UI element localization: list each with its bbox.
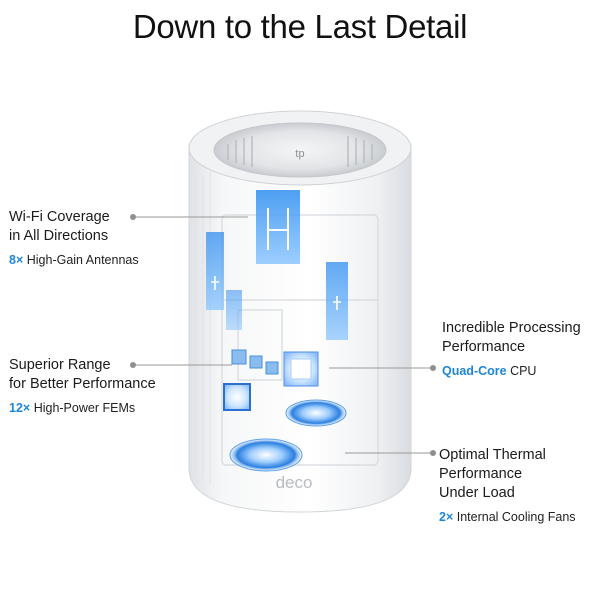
callout-detail: 12× High-Power FEMs — [9, 401, 156, 415]
callout-heading-line: Performance — [442, 339, 526, 355]
callout-heading-line: Performance — [439, 466, 523, 482]
callout-wifi-coverage: Wi-Fi Coverage in All Directions 8× High… — [9, 208, 139, 267]
callout-superior-range: Superior Range for Better Performance 12… — [9, 356, 156, 415]
svg-text:tp: tp — [295, 148, 304, 160]
callout-heading-line: Superior Range — [9, 357, 111, 373]
callout-highlight: 2× — [439, 510, 454, 524]
leader-lines — [133, 216, 433, 454]
callout-highlight: 12× — [9, 401, 31, 415]
callout-highlight: Quad-Core — [442, 364, 507, 378]
callout-detail-text: High-Power FEMs — [30, 401, 136, 415]
page-title: Down to the Last Detail — [132, 8, 468, 45]
deco-logo: deco — [276, 473, 313, 492]
callout-heading-line: Optimal Thermal — [439, 447, 546, 463]
callout-heading-line: for Better Performance — [9, 376, 156, 392]
callout-heading-line: in All Directions — [9, 228, 109, 244]
callout-detail-text: CPU — [506, 364, 537, 378]
callout-heading-line: Incredible Processing — [442, 320, 581, 336]
callout-detail-text: Internal Cooling Fans — [453, 510, 576, 524]
callout-detail-text: High-Gain Antennas — [23, 253, 139, 267]
callout-detail: Quad-Core CPU — [442, 364, 581, 378]
callout-highlight: 8× — [9, 253, 24, 267]
callout-detail: 2× Internal Cooling Fans — [439, 510, 576, 524]
callout-heading-line: Wi-Fi Coverage — [9, 209, 110, 225]
callout-processing-performance: Incredible Processing Performance Quad-C… — [442, 319, 581, 378]
callout-thermal-performance: Optimal Thermal Performance Under Load 2… — [439, 446, 576, 524]
callout-detail: 8× High-Gain Antennas — [9, 253, 139, 267]
callout-heading-line: Under Load — [439, 485, 515, 501]
